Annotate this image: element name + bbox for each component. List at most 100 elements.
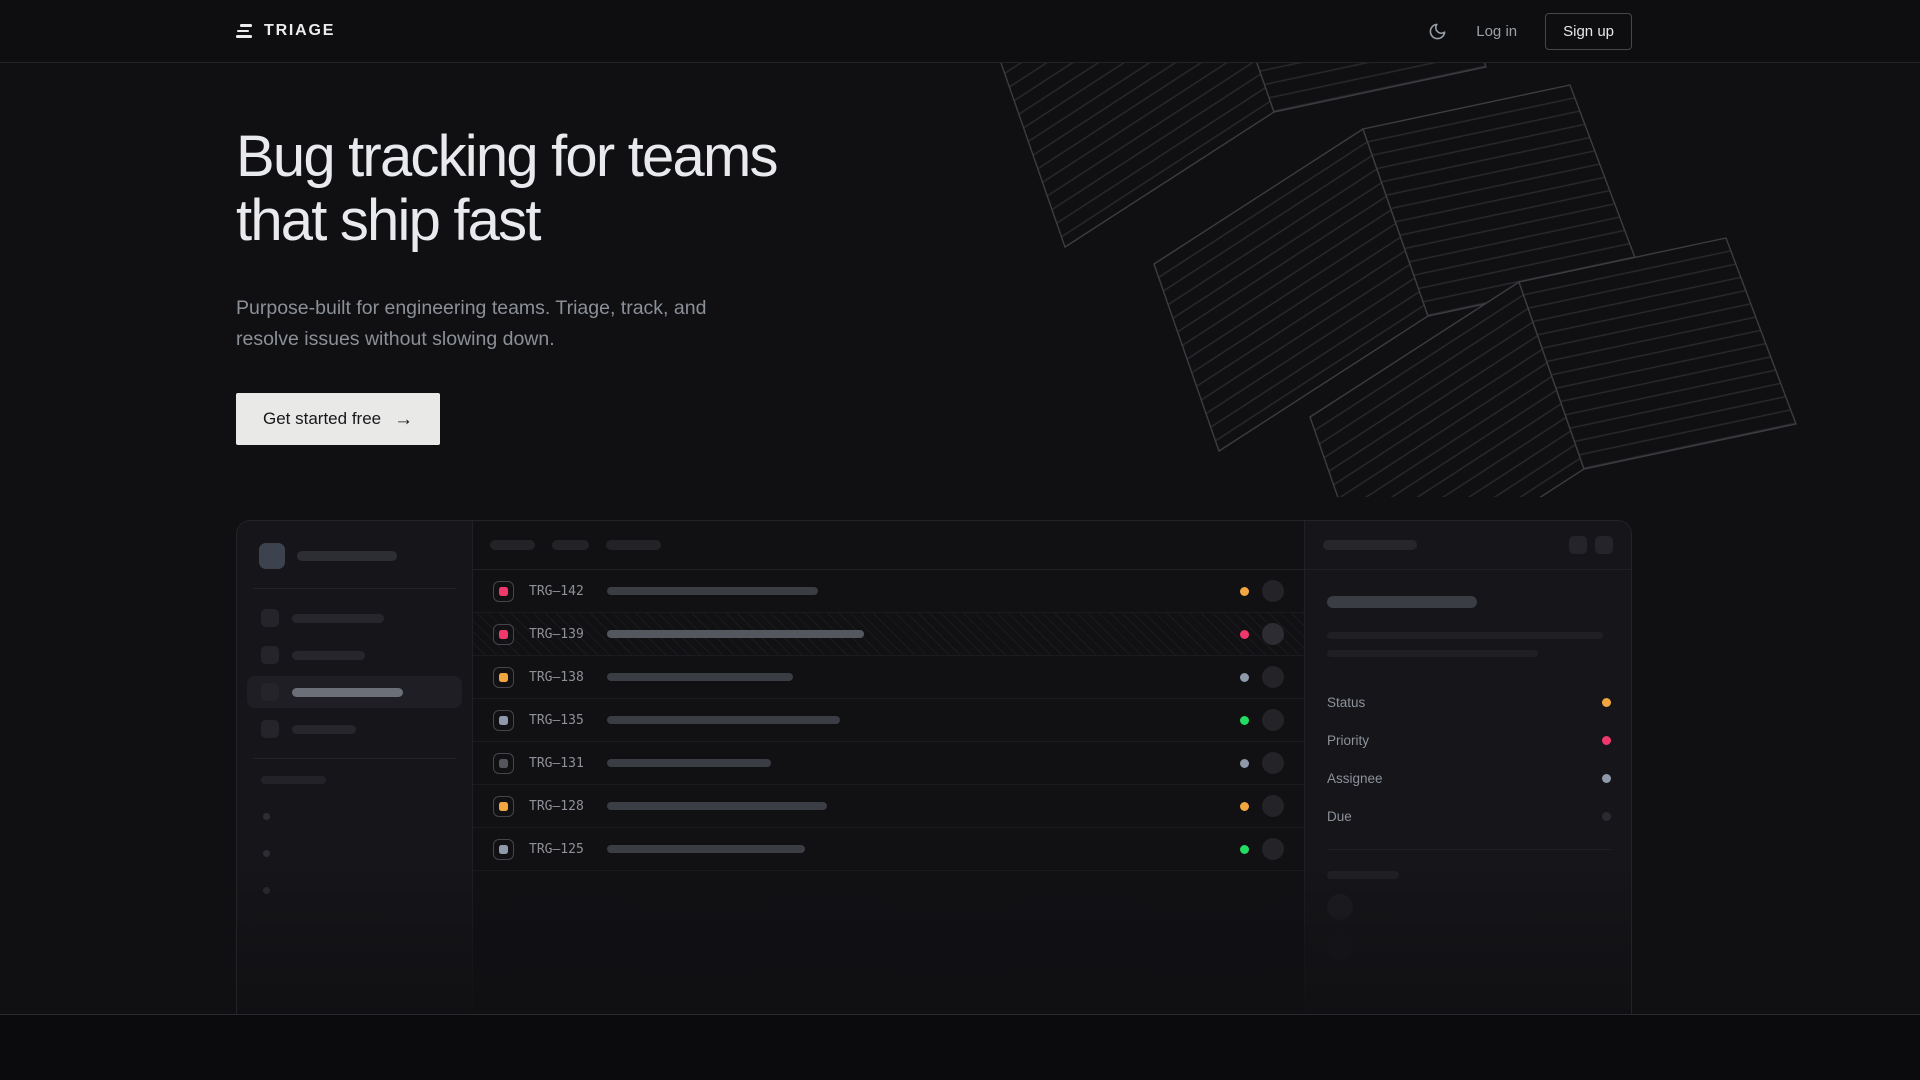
property-list: Status Priority Assignee Due [1327, 683, 1611, 835]
description-line-skeleton [1327, 632, 1603, 639]
assignee-avatar[interactable] [1262, 580, 1284, 602]
issue-type-icon [493, 838, 514, 860]
property-value-dot [1602, 773, 1611, 783]
detail-panel-body: Status Priority Assignee Due [1305, 570, 1631, 961]
assignee-avatar[interactable] [1262, 795, 1284, 817]
status-dot [1240, 629, 1249, 639]
issue-id: TRG–131 [529, 755, 584, 771]
panel-action-button[interactable] [1569, 536, 1587, 554]
property-label: Priority [1327, 732, 1370, 748]
issue-row[interactable]: TRG–135 [473, 699, 1304, 742]
sidebar-divider [253, 588, 456, 589]
preview-sidebar [237, 521, 472, 1015]
issue-type-icon [493, 752, 514, 774]
page-title: Bug tracking for teams that ship fast [236, 124, 778, 253]
issue-list-toolbar [473, 521, 1304, 570]
issue-type-icon [493, 623, 514, 645]
filter-pill-skeleton[interactable] [552, 540, 589, 550]
detail-panel-header [1305, 521, 1631, 570]
theme-toggle-button[interactable] [1426, 20, 1448, 42]
property-label: Due [1327, 808, 1352, 824]
hero-subtitle: Purpose-built for engineering teams. Tri… [236, 297, 707, 350]
top-navigation: TRIAGE Log in Sign up [0, 0, 1920, 63]
sidebar-dot [263, 887, 270, 894]
sidebar-item[interactable] [247, 602, 462, 634]
sidebar-divider [253, 758, 456, 759]
sidebar-item-active[interactable] [247, 676, 462, 708]
nav-item-icon [261, 609, 279, 627]
property-row[interactable]: Priority [1327, 721, 1611, 759]
issue-title-skeleton [607, 802, 827, 810]
signup-button[interactable]: Sign up [1545, 12, 1632, 50]
moon-icon [1429, 23, 1446, 39]
assignee-avatar[interactable] [1262, 752, 1284, 774]
title-line-2: that ship fast [236, 188, 541, 253]
property-value-dot [1602, 811, 1611, 821]
property-value-dot [1602, 697, 1611, 707]
triage-bars-icon [236, 24, 253, 38]
issue-title-skeleton [607, 845, 805, 853]
footer-band [0, 1014, 1920, 1080]
assignee-avatar[interactable] [1262, 709, 1284, 731]
sidebar-item[interactable] [247, 713, 462, 745]
property-row[interactable]: Assignee [1327, 759, 1611, 797]
property-row[interactable]: Status [1327, 683, 1611, 721]
issue-row[interactable]: TRG–138 [473, 656, 1304, 699]
arrow-right-icon: → [394, 408, 414, 430]
brand-logo[interactable]: TRIAGE [236, 22, 335, 40]
issue-row[interactable]: TRG–128 [473, 785, 1304, 828]
assignee-avatar[interactable] [1262, 623, 1284, 645]
issue-list-column: TRG–142 TRG–139 TRG–138 TRG–135 TRG– [472, 521, 1305, 1015]
panel-divider [1327, 849, 1611, 850]
sidebar-dot [263, 813, 270, 820]
issue-title-skeleton [1327, 596, 1477, 608]
issue-id: TRG–139 [529, 626, 584, 642]
issue-id: TRG–128 [529, 798, 584, 814]
property-row[interactable]: Due [1327, 797, 1611, 835]
panel-title-skeleton [1323, 540, 1417, 550]
panel-actions [1569, 536, 1613, 554]
assignee-avatar[interactable] [1262, 838, 1284, 860]
get-started-button[interactable]: Get started free → [236, 393, 441, 445]
app-preview-card: TRG–142 TRG–139 TRG–138 TRG–135 TRG– [236, 520, 1632, 1015]
status-dot [1240, 715, 1249, 725]
issue-type-icon [493, 795, 514, 817]
issue-row[interactable]: TRG–125 [473, 828, 1304, 871]
header-nav: Log in Sign up [1426, 12, 1632, 50]
issue-type-icon [493, 709, 514, 731]
hero-section: Bug tracking for teams that ship fast Pu… [236, 124, 778, 445]
activity-label-skeleton [1327, 871, 1399, 879]
sidebar-item[interactable] [247, 639, 462, 671]
issue-row[interactable]: TRG–131 [473, 742, 1304, 785]
issue-row[interactable]: TRG–142 [473, 570, 1304, 613]
issue-title-skeleton [607, 716, 840, 724]
workspace-avatar [259, 543, 285, 569]
comment-avatar [1327, 935, 1353, 961]
sidebar-dot [263, 850, 270, 857]
issue-title-skeleton [607, 673, 793, 681]
title-line-1: Bug tracking for teams [236, 124, 778, 189]
issue-row[interactable]: TRG–139 [473, 613, 1304, 656]
property-value-dot [1602, 735, 1611, 745]
sidebar-section-skeleton [261, 776, 326, 784]
issue-title-skeleton [607, 759, 771, 767]
assignee-avatar[interactable] [1262, 666, 1284, 688]
workspace-switcher[interactable] [237, 543, 472, 588]
panel-action-button[interactable] [1595, 536, 1613, 554]
issue-type-icon [493, 580, 514, 602]
nav-item-icon [261, 720, 279, 738]
login-link[interactable]: Log in [1476, 22, 1518, 40]
issue-id: TRG–125 [529, 841, 584, 857]
issue-id: TRG–135 [529, 712, 584, 728]
sidebar-dot-list [263, 813, 472, 894]
status-dot [1240, 586, 1249, 596]
issue-type-icon [493, 666, 514, 688]
cta-label: Get started free [263, 409, 382, 428]
nav-item-icon [261, 683, 279, 701]
filter-pill-skeleton[interactable] [606, 540, 661, 550]
brand-name: TRIAGE [264, 22, 336, 39]
comment-avatar [1327, 894, 1353, 920]
property-label: Status [1327, 694, 1366, 710]
filter-pill-skeleton[interactable] [490, 540, 535, 550]
